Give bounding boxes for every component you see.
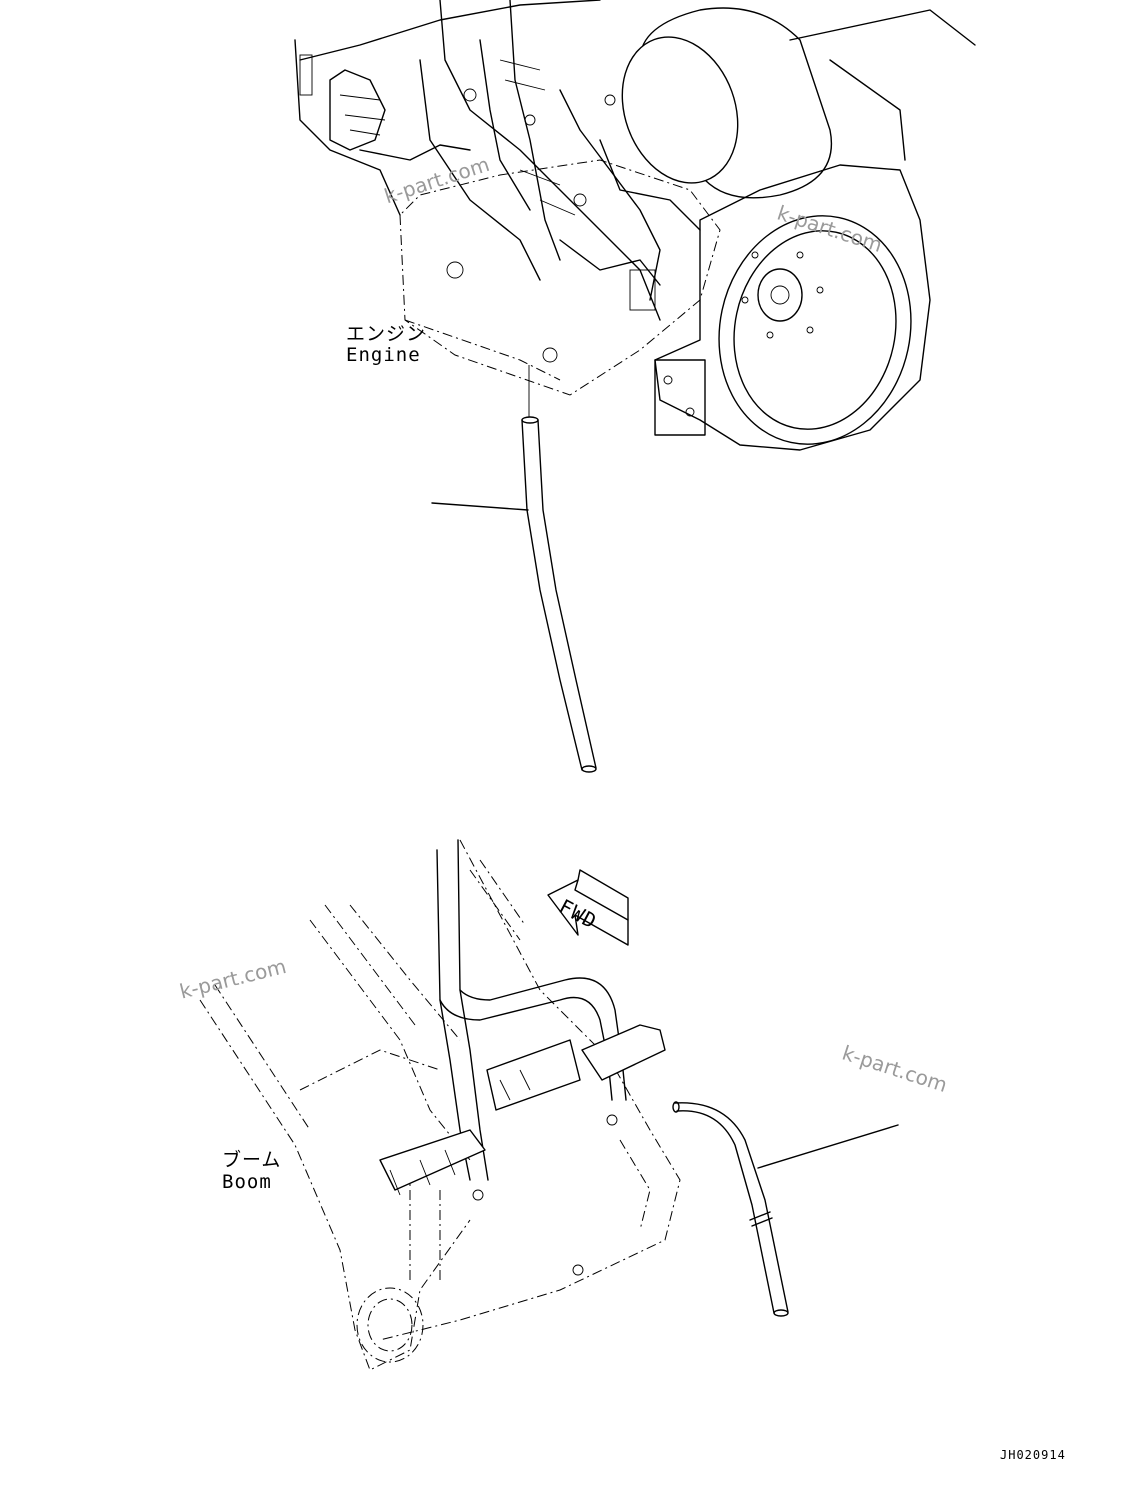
fwd-arrow <box>547 869 629 946</box>
boom-hose-leader-line <box>757 1124 899 1169</box>
boom-illustration <box>199 839 681 1371</box>
boom-label: Boom <box>222 1171 272 1193</box>
engine-label: Engine <box>346 344 421 366</box>
boom-label-jp: ブーム <box>222 1149 282 1171</box>
engine-illustration <box>294 0 976 451</box>
boom-hose <box>672 1101 789 1317</box>
engine-hose-leader-line <box>431 502 529 511</box>
drawing-code: JH020914 <box>1000 1448 1066 1462</box>
engine-label-jp: エンジン <box>346 323 427 345</box>
engine-hose <box>521 365 597 773</box>
